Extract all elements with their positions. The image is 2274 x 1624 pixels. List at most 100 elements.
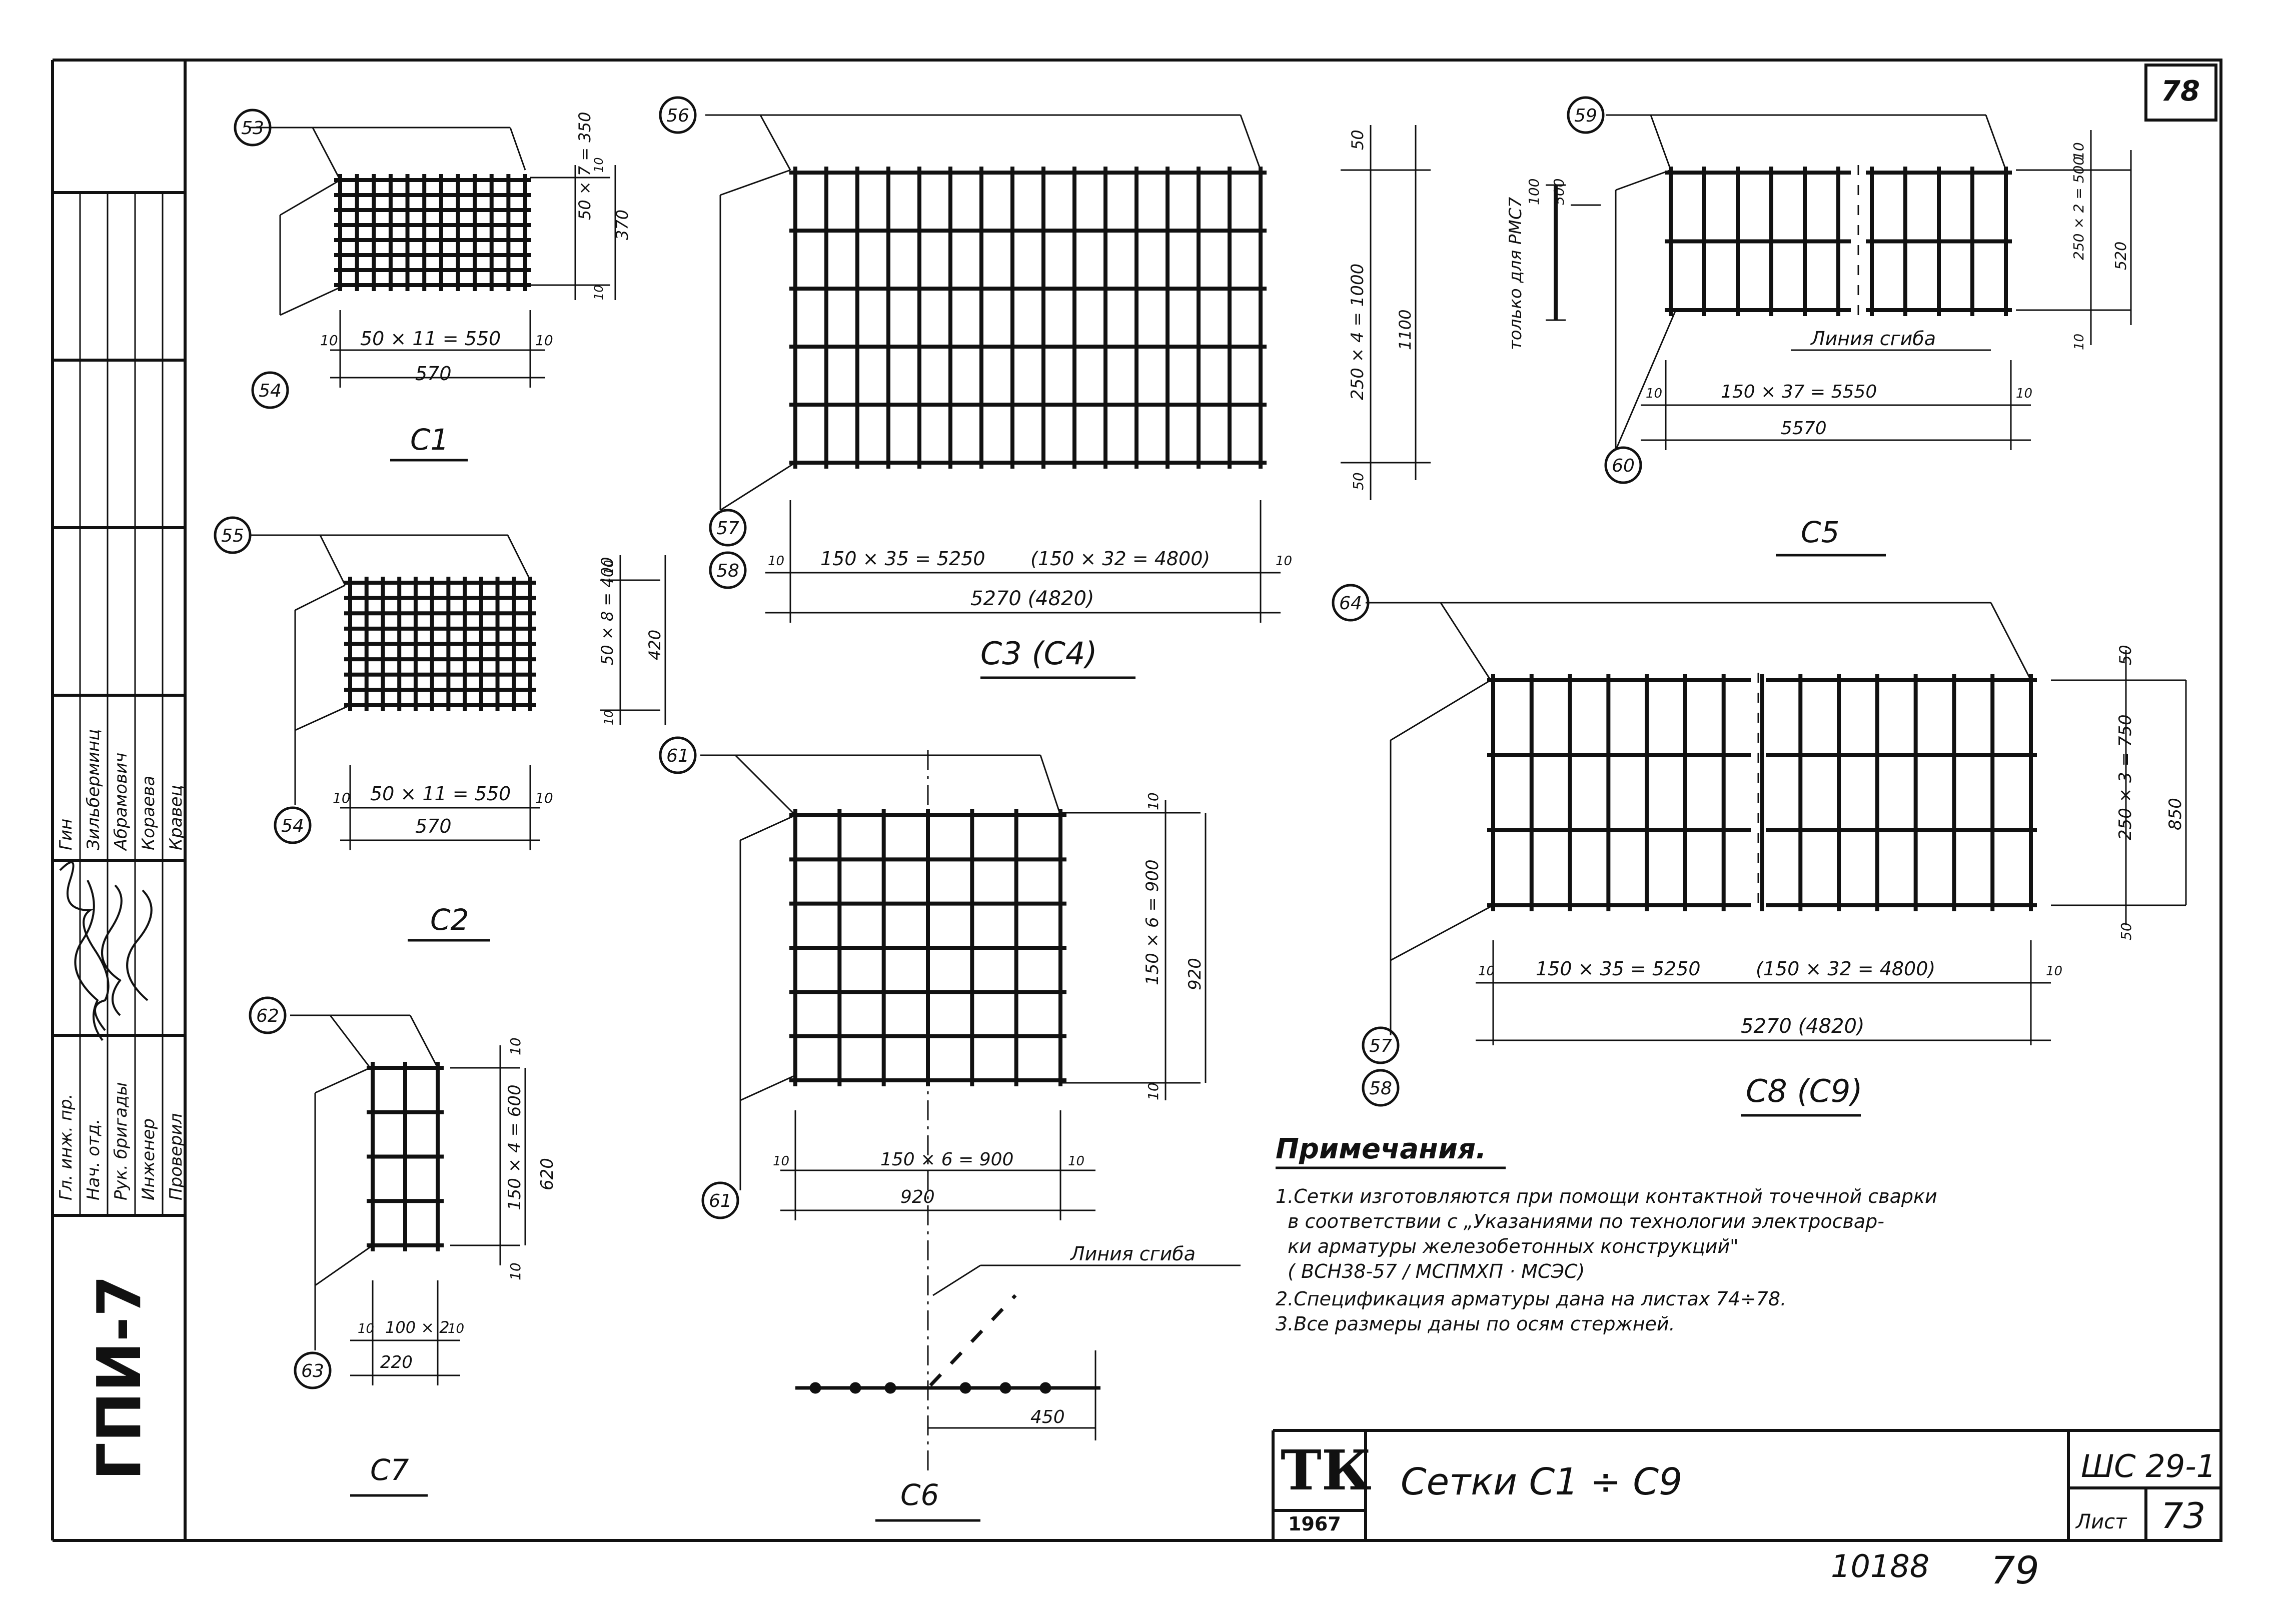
staff-role-0: Гл. инж. пр. <box>56 1093 76 1200</box>
dim-c6-5: 920 <box>900 1187 935 1207</box>
marker-c1-0: 53 <box>241 118 264 139</box>
dim-c6-8: 450 <box>1030 1407 1065 1427</box>
dim-c5-1: 250 × 2 = 500 <box>2070 157 2087 260</box>
dim-c2-1: 420 <box>645 630 664 660</box>
dim-c6-7: 10 <box>1068 1154 1084 1169</box>
staff-role-1: Нач. отд. <box>84 1118 104 1200</box>
mesh-label-c8: С8 (С9) <box>1746 1073 1863 1109</box>
dim-c3-4: 150 × 35 = 5250 <box>820 548 985 570</box>
dim-c3-8: 10 <box>1276 554 1292 569</box>
dim-c6-1: 150 × 6 = 900 <box>1143 859 1163 985</box>
dim-c8-8: 10 <box>2046 964 2062 979</box>
c5-bend-line-label: Линия сгиба <box>1811 328 1936 350</box>
notes-line-2: ки арматуры железобетонных конструкций" <box>1276 1235 1739 1257</box>
dim-c1-3: 10 <box>592 285 606 300</box>
marker-c1-1: 54 <box>259 381 282 401</box>
staff-name-1: Зильберминц <box>84 729 104 850</box>
side-stamp: ГПИ-7 <box>85 1275 155 1480</box>
dim-c8-3: 50 <box>2118 922 2134 940</box>
c6-bend-sketch <box>795 1294 1100 1394</box>
mesh-c5 <box>1665 165 2012 318</box>
dim-c2-5: 570 <box>415 815 452 837</box>
dim-c7-4: 100 × 2 <box>385 1318 450 1337</box>
dim-c3-3: 50 <box>1350 472 1367 490</box>
dim-c2-4: 50 × 11 = 550 <box>370 783 511 805</box>
dim-c8-2: 850 <box>2165 798 2185 830</box>
notes-line-3: ( ВСН38-57 / МСПМХП · МСЭС) <box>1276 1260 1585 1282</box>
dim-c3-6: 5270 (4820) <box>970 587 1094 610</box>
dim-c1-2: 10 <box>592 157 606 173</box>
bottom-number-1: 79 <box>1991 1548 2039 1592</box>
title-block-sheet-number: 73 <box>2161 1495 2206 1536</box>
dim-c2-2: 10 <box>602 560 616 575</box>
marker-c8-1: 57 <box>1369 1036 1392 1056</box>
dim-c7-5: 220 <box>380 1352 413 1372</box>
marker-c5-0: 59 <box>1574 106 1597 126</box>
dim-c8-1: 250 × 3 = 750 <box>2115 714 2135 840</box>
dim-c1-7: 10 <box>535 332 553 349</box>
dim-c6-2: 920 <box>1185 958 1205 990</box>
marker-c3-1: 57 <box>716 518 739 539</box>
marker-c6-1: 61 <box>709 1191 732 1211</box>
dim-c3-5: (150 × 32 = 4800) <box>1030 548 1210 570</box>
mesh-label-c5: С5 <box>1801 515 1840 549</box>
c5-note: только для РМС7 <box>1506 197 1526 350</box>
staff-name-4: Кравец <box>166 785 186 850</box>
marker-c2-1: 54 <box>281 816 304 836</box>
bottom-number-0: 10188 <box>1831 1548 1930 1584</box>
dim-c6-4: 150 × 6 = 900 <box>880 1149 1013 1170</box>
dim-c7-7: 10 <box>448 1321 464 1336</box>
dim-c3-2: 1100 <box>1396 310 1415 350</box>
title-block-logo: ТК <box>1281 1438 1372 1502</box>
leaders-and-dimensions <box>250 114 2187 1522</box>
dim-c1-4: 50 × 11 = 550 <box>360 328 501 350</box>
dim-c3-0: 50 <box>1348 130 1367 150</box>
c6-bend-line-label: Линия сгиба <box>1070 1243 1196 1265</box>
marker-c2-0: 55 <box>221 526 244 546</box>
mesh-c7 <box>367 1062 444 1251</box>
dim-c1-1: 370 <box>613 210 632 240</box>
staff-role-4: Проверил <box>166 1113 186 1200</box>
dim-c5-6: 10 <box>1646 386 1662 401</box>
mesh-label-c2: С2 <box>430 903 469 937</box>
notes-heading: Примечания. <box>1276 1133 1487 1165</box>
dim-c3-7: 10 <box>768 554 784 569</box>
dim-c6-6: 10 <box>773 1154 789 1169</box>
marker-c8-2: 58 <box>1369 1078 1392 1099</box>
notes-line-4: 2.Спецификация арматуры дана на листах 7… <box>1276 1288 1787 1310</box>
dim-c7-6: 10 <box>358 1321 374 1336</box>
marker-c6-0: 61 <box>666 746 689 766</box>
dim-c7-1: 150 × 4 = 600 <box>505 1084 525 1210</box>
notes-line-1: в соответствии с „Указаниями по технолог… <box>1276 1210 1884 1232</box>
dim-c2-3: 10 <box>602 710 616 725</box>
mesh-c3 <box>789 167 1267 469</box>
mesh-c8 <box>1487 673 2037 913</box>
mesh-label-c6: С6 <box>900 1478 939 1512</box>
dim-c8-5: (150 × 32 = 4800) <box>1756 958 1935 980</box>
mesh-label-c1: С1 <box>410 423 449 457</box>
title-block-year: 1967 <box>1288 1513 1341 1535</box>
title-block-code: ШС 29-1 <box>2081 1448 2216 1484</box>
dim-c3-1: 250 × 4 = 1000 <box>1348 264 1368 400</box>
marker-c3-0: 56 <box>666 106 689 126</box>
dim-c1-5: 570 <box>415 363 452 385</box>
mesh-label-c3: С3 (С4) <box>980 635 1097 672</box>
sheet-frame <box>51 59 2222 1542</box>
dim-c6-0: 10 <box>1145 792 1162 810</box>
dim-c7-0: 10 <box>507 1037 524 1055</box>
title-block-sheet-label: Лист <box>2076 1510 2127 1533</box>
staff-role-3: Инженер <box>139 1118 159 1200</box>
dim-c2-7: 10 <box>535 790 553 806</box>
mesh-c2 <box>344 577 536 711</box>
c5-note-dim-2: 500 <box>1551 178 1567 205</box>
c5-note-dim: 100 <box>1526 178 1542 205</box>
corner-number: 78 <box>2161 75 2200 108</box>
dim-c7-2: 620 <box>537 1158 557 1190</box>
signature-scribbles <box>59 861 153 1041</box>
staff-name-2: Абрамович <box>111 752 131 850</box>
dim-c5-3: 10 <box>2072 334 2087 350</box>
marker-c5-1: 60 <box>1612 456 1635 476</box>
